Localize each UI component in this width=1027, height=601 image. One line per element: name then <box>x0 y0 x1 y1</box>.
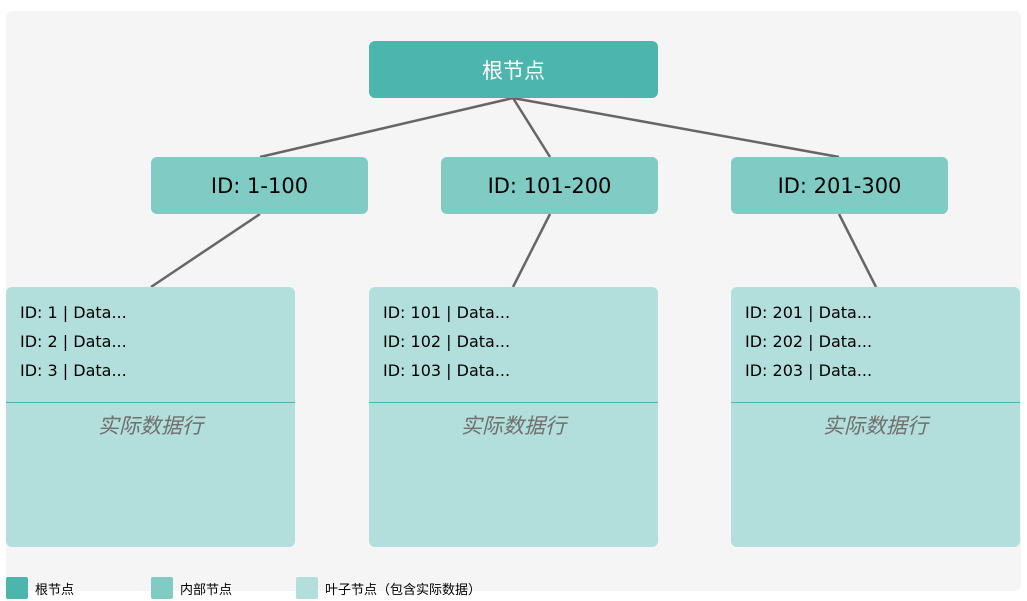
internal-node-label: ID: 101-200 <box>487 173 612 198</box>
data-row: ID: 201 | Data... <box>745 303 873 322</box>
leaf-data-rows: ID: 201 | Data... ID: 202 | Data... ID: … <box>745 298 872 385</box>
leaf-data-rows: ID: 101 | Data... ID: 102 | Data... ID: … <box>383 298 510 385</box>
link-root-internal-2 <box>511 97 552 158</box>
leaf-node-2[interactable]: ID: 101 | Data... ID: 102 | Data... ID: … <box>369 287 658 547</box>
legend-swatch-leaf <box>296 577 318 599</box>
leaf-node-1[interactable]: ID: 1 | Data... ID: 2 | Data... ID: 3 | … <box>6 287 295 547</box>
leaf-divider <box>731 402 1020 403</box>
leaf-node-3[interactable]: ID: 201 | Data... ID: 202 | Data... ID: … <box>731 287 1020 547</box>
legend-swatch-internal <box>151 577 173 599</box>
leaf-divider <box>6 402 295 403</box>
legend-label: 根节点 <box>35 582 75 598</box>
leaf-divider <box>369 402 658 403</box>
data-row: ID: 202 | Data... <box>745 332 873 351</box>
leaf-data-rows: ID: 1 | Data... ID: 2 | Data... ID: 3 | … <box>20 298 127 385</box>
leaf-caption: 实际数据行 <box>823 414 928 438</box>
legend-item-leaf: 叶子节点（包含实际数据） <box>296 577 481 599</box>
internal-node-1[interactable]: ID: 1-100 <box>151 157 368 214</box>
link-internal-1-leaf-1 <box>150 212 261 289</box>
internal-node-label: ID: 201-300 <box>777 173 902 198</box>
link-root-internal-1 <box>259 96 514 159</box>
legend-item-internal: 内部节点 <box>151 577 232 599</box>
internal-node-2[interactable]: ID: 101-200 <box>441 157 658 214</box>
data-row: ID: 101 | Data... <box>383 303 511 322</box>
data-row: ID: 3 | Data... <box>20 361 127 380</box>
legend-label: 叶子节点（包含实际数据） <box>325 582 482 598</box>
root-node-label: 根节点 <box>482 58 545 83</box>
data-row: ID: 2 | Data... <box>20 332 127 351</box>
link-root-internal-3 <box>512 96 840 159</box>
leaf-caption: 实际数据行 <box>461 414 566 438</box>
legend-item-root: 根节点 <box>6 577 74 599</box>
data-row: ID: 203 | Data... <box>745 361 873 380</box>
leaf-caption: 实际数据行 <box>98 414 203 438</box>
link-internal-2-leaf-2 <box>511 213 552 288</box>
link-internal-3-leaf-3 <box>837 213 878 288</box>
internal-node-3[interactable]: ID: 201-300 <box>731 157 948 214</box>
data-row: ID: 1 | Data... <box>20 303 127 322</box>
internal-node-label: ID: 1-100 <box>210 173 309 198</box>
data-row: ID: 102 | Data... <box>383 332 511 351</box>
root-node[interactable]: 根节点 <box>369 41 658 98</box>
legend-label: 内部节点 <box>180 582 233 598</box>
legend-swatch-root <box>6 577 28 599</box>
data-row: ID: 103 | Data... <box>383 361 511 380</box>
